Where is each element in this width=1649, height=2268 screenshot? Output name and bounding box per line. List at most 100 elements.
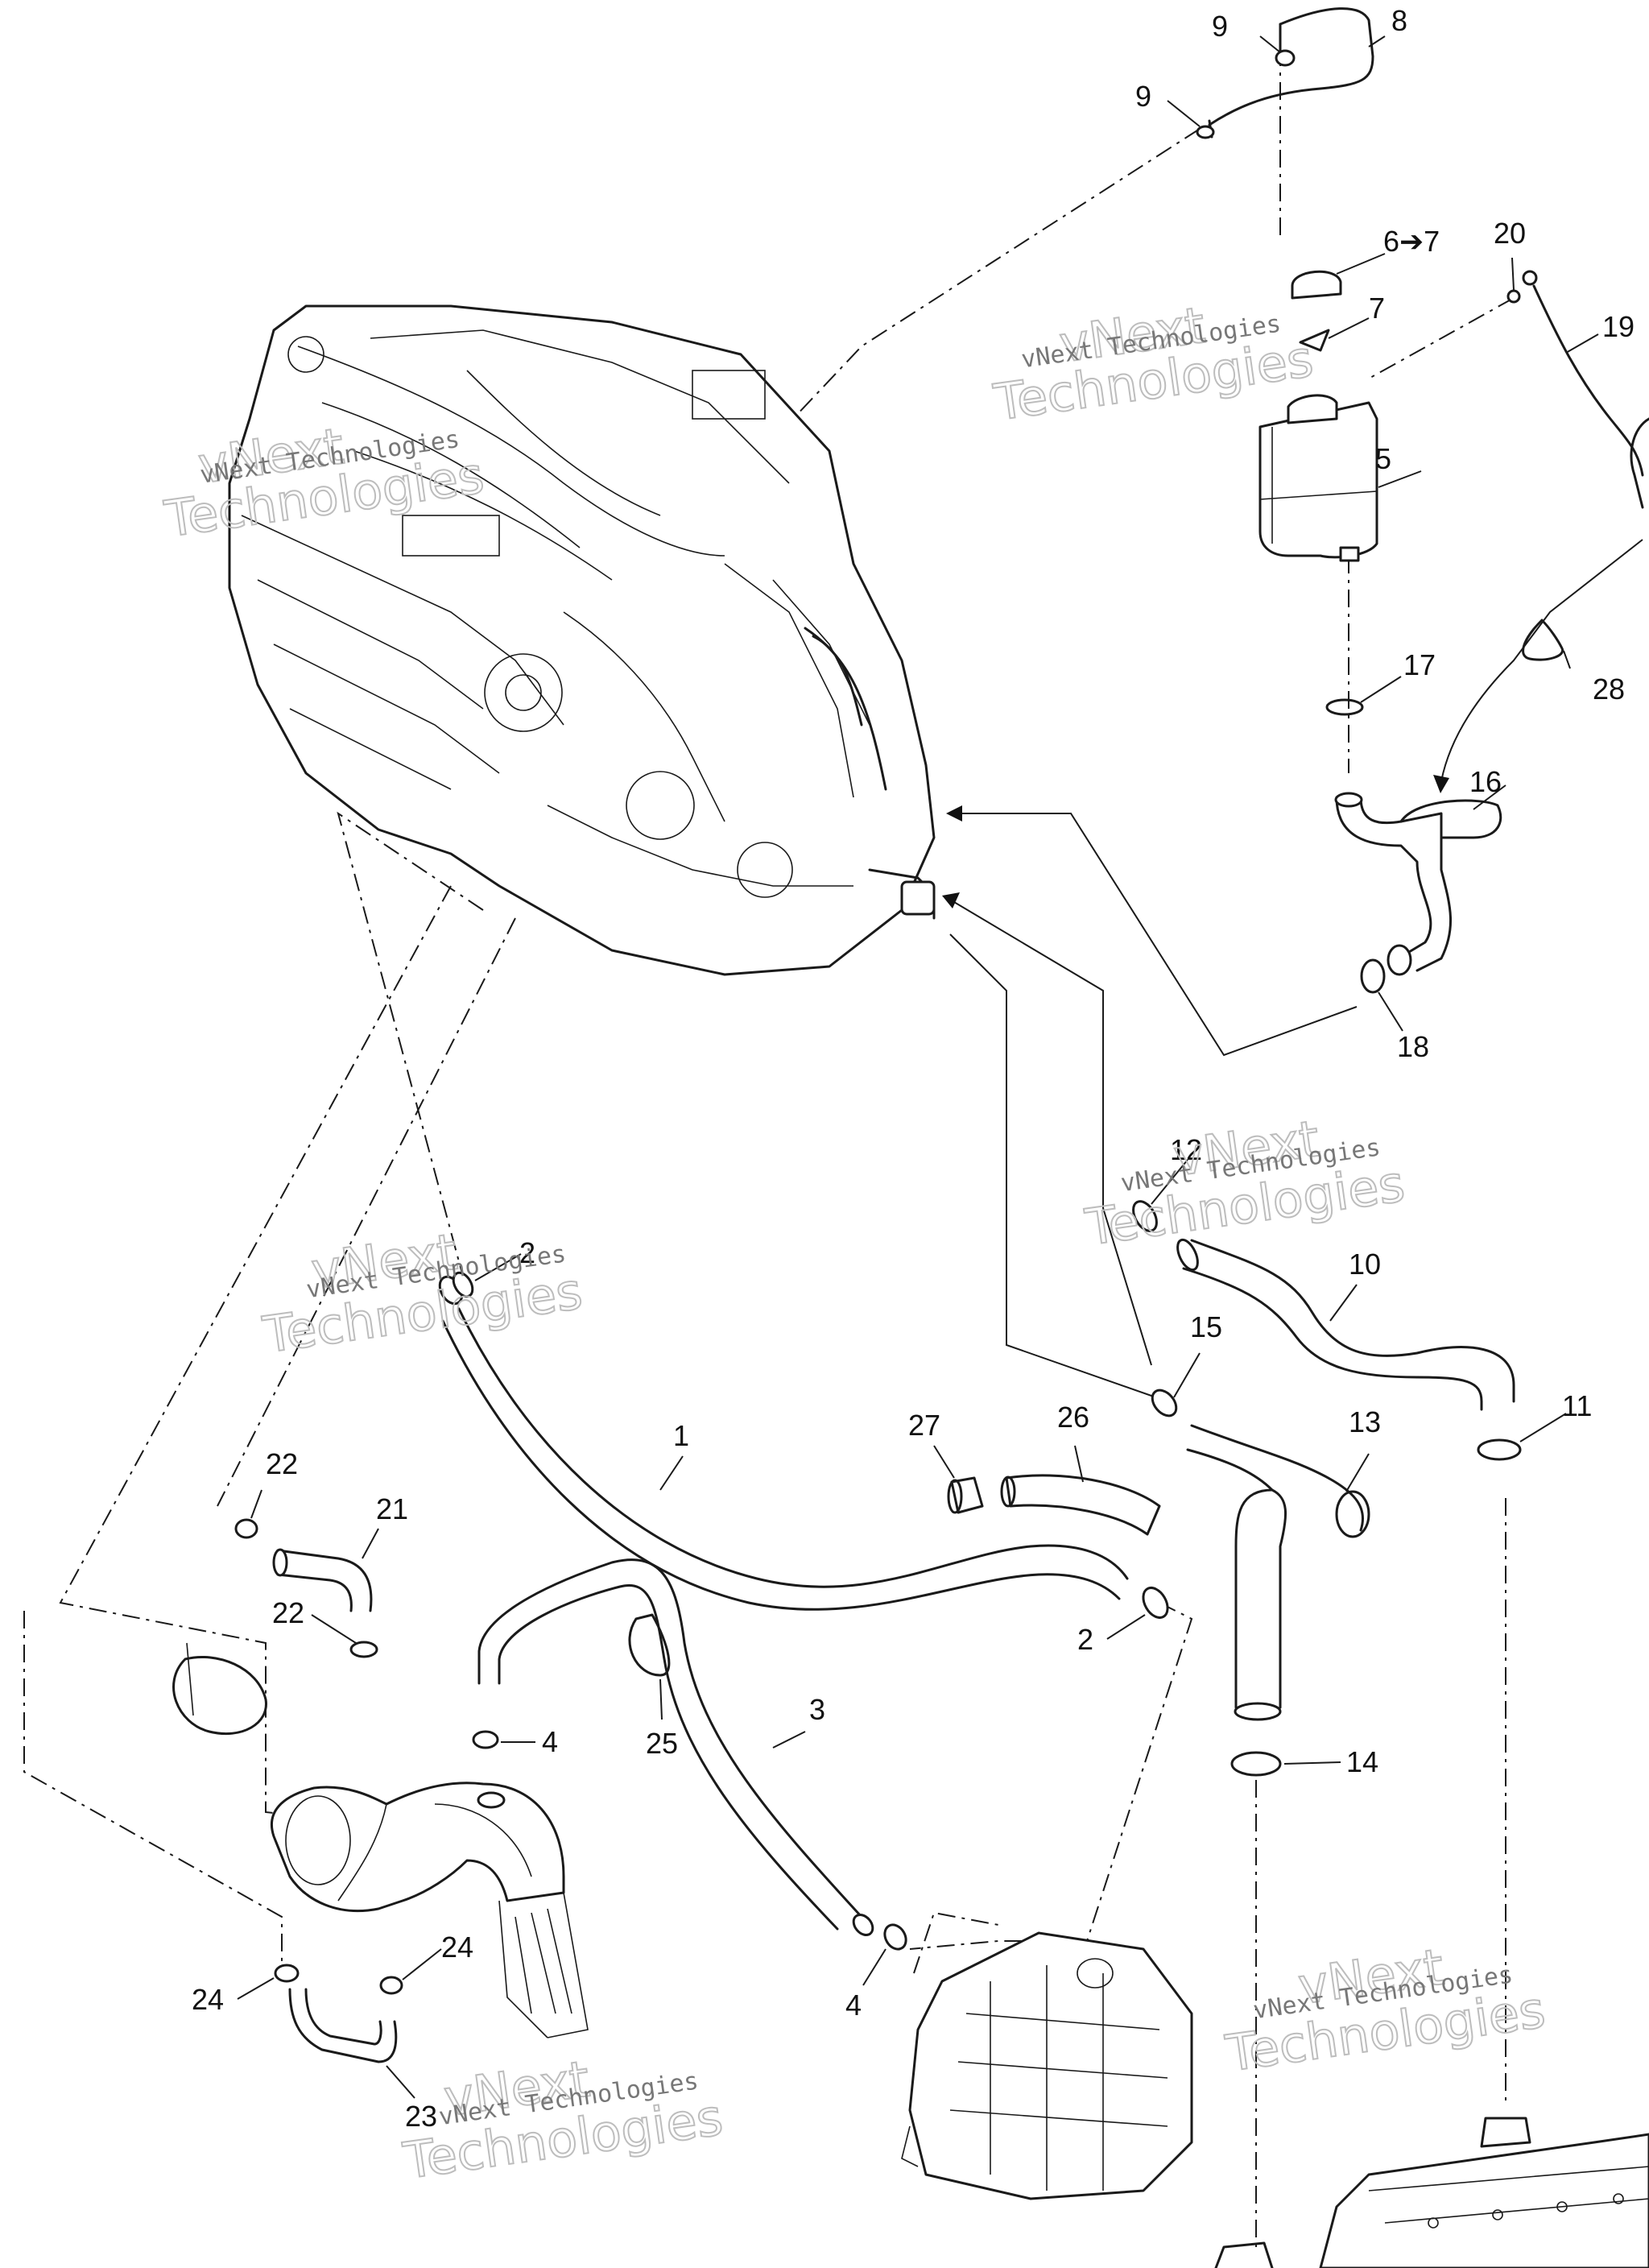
reservoir-neck [1287,394,1338,424]
hull-bolt [1556,2201,1568,2212]
hose-23-outer [288,1988,398,2063]
engine-block-outline [228,304,936,976]
arrowhead-12 [942,892,960,908]
pump-detail [990,1965,1104,2191]
leader-5 [1378,470,1422,488]
leader-17 [1360,676,1402,703]
part-24-clamp-right [379,1976,403,1995]
part-4-clamp-top [472,1730,499,1749]
assembly-line-4b [913,1911,999,1974]
reservoir-detail [1259,490,1378,500]
muffler-body [270,1782,565,1913]
engine-pulley-hub [505,674,542,711]
muffler-inlet [285,1795,351,1885]
callout-28: 28 [1593,673,1625,706]
tether-7 [1299,329,1330,352]
arrowhead-28 [1433,775,1449,793]
callout-20: 20 [1494,217,1526,250]
leader-22b [311,1614,357,1644]
hose-16-branch [1399,799,1502,839]
hose-1-lower [441,1319,1121,1611]
pump-foot [901,2125,919,2167]
watermark-3: vNext vNext Technologies Technologies [258,1221,587,1365]
engine-detail [370,329,790,484]
muffler-outlet-lines [515,1908,572,2014]
engine-gear [626,771,695,840]
muffler-detail [337,1803,387,1902]
pump-body [908,1931,1193,2200]
part-11-clamp [1477,1438,1522,1461]
engine-detail [257,579,484,710]
part-22-clamp-top [234,1518,258,1539]
leader-21 [362,1528,379,1559]
flow-arrow-28 [1440,539,1643,782]
callout-24-left: 24 [192,1983,224,2016]
hose-16-left [1335,796,1432,956]
leader-22a [250,1489,262,1519]
leader-23 [386,2065,415,2099]
assembly-line-2b [909,1602,1193,1950]
leader-8 [1368,35,1386,48]
callout-6-7: 6➔7 [1383,225,1440,258]
flow-arrow-12 [953,901,1152,1366]
leader-19 [1565,333,1599,354]
exhaust-clamp-bolt [186,1642,194,1716]
part-17-clamp [1325,698,1364,716]
hull-plate [1214,2117,1649,2268]
flow-arrows [942,539,1643,1402]
watermark-6: vNext vNext Technologies Technologies [1221,1936,1550,2084]
watermark-5: vNext vNext Technologies Technologies [399,2048,727,2191]
engine-detail [273,644,500,774]
leader-2a [474,1253,522,1281]
hose-16-right [1359,796,1452,972]
leader-14 [1283,1761,1341,1765]
part-4-clamp-bottom [883,1923,907,1951]
callout-14: 14 [1346,1745,1378,1778]
engine-component [692,370,766,420]
hose-3-upper [477,1558,863,1918]
hose-1-upper [457,1307,1129,1588]
leader-3 [772,1731,806,1749]
clamp-9-left [1196,125,1215,139]
leader-25 [659,1678,663,1720]
callout-5: 5 [1375,442,1391,475]
hose-10-upper [1190,1239,1515,1403]
part-5-reservoir [1258,394,1378,562]
reservoir-body [1258,401,1378,559]
leader-9a [1259,35,1281,53]
callout-15: 15 [1190,1310,1222,1343]
engine-component [402,515,500,557]
callout-22-top: 22 [266,1447,298,1480]
callout-17: 17 [1403,648,1436,681]
callout-18: 18 [1397,1030,1429,1063]
part-14-clamp [1230,1751,1282,1777]
callout-2-top: 2 [519,1236,535,1269]
engine-pulley [484,653,563,732]
leader-12 [1151,1159,1188,1205]
part-16-hose [1334,792,1502,976]
muffler-assembly [270,1782,589,2038]
engine-detail [547,805,853,887]
callout-10: 10 [1349,1248,1381,1281]
leader-1 [659,1455,684,1491]
part-15-clamp [1151,1389,1178,1418]
callout-9-top: 9 [1212,10,1228,43]
callout-26: 26 [1057,1401,1089,1434]
hull-outline [1319,2133,1649,2268]
part-24-clamp-left [274,1964,300,1983]
part-8-hose [1196,7,1374,139]
assembly-line-24 [23,1611,283,1965]
hose-19b [1630,417,1649,509]
hose-10-end [1176,1238,1199,1272]
part-26-sleeve [1000,1474,1161,1536]
engine [228,304,936,976]
engine-detail [772,579,870,726]
callout-27: 27 [908,1409,940,1442]
exhaust-clamp-ring [172,1655,267,1736]
callout-25: 25 [646,1727,678,1760]
muffler-port [477,1791,506,1809]
hull-fitting [1480,2117,1531,2148]
hose-13-outlet [1335,1490,1370,1538]
